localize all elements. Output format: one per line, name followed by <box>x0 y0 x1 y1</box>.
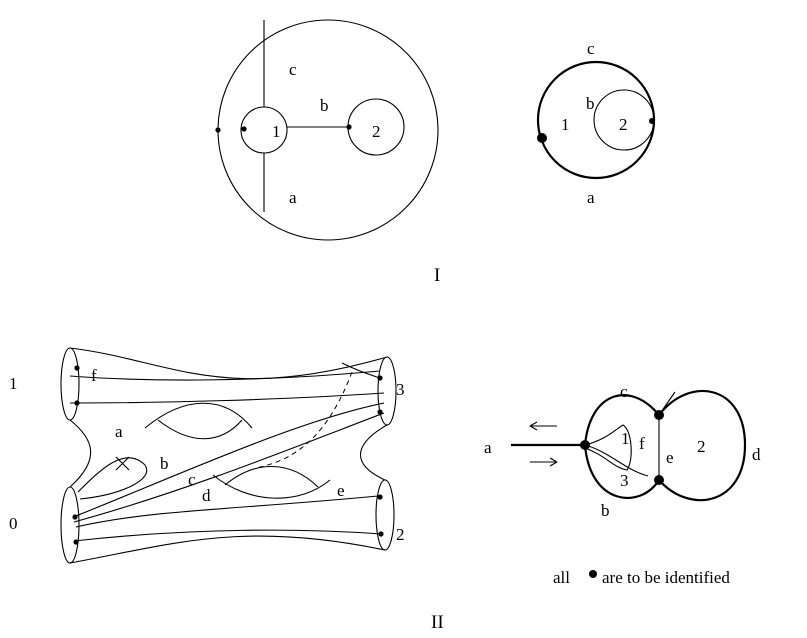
bottom-contour <box>69 535 386 564</box>
outer-boundary-circle <box>217 19 439 241</box>
loop-f <box>584 424 632 471</box>
label-a: a <box>484 438 492 457</box>
basepoint-dot <box>241 126 247 132</box>
marked-point-dot <box>74 365 80 371</box>
label-b: b <box>320 96 329 115</box>
marked-point-dot <box>377 494 383 500</box>
label-a: a <box>587 188 595 207</box>
label-f: f <box>91 366 97 385</box>
inner-arc-3 <box>584 444 649 477</box>
label-c: c <box>289 60 297 79</box>
label-b: b <box>586 94 595 113</box>
right-arrow-icon <box>530 457 558 467</box>
arc-c <box>73 412 385 523</box>
label-e: e <box>337 481 345 500</box>
vertex-dot <box>580 440 590 450</box>
label-region-1: 1 <box>561 115 570 134</box>
left-waist <box>69 419 92 488</box>
dashed-arc <box>254 371 353 469</box>
label-c: c <box>188 470 196 489</box>
label-a: a <box>115 422 123 441</box>
crosscap-loop <box>77 457 148 500</box>
label-b: b <box>601 501 610 520</box>
label-c: c <box>587 39 595 58</box>
figure-i-right: c b a 1 2 <box>536 39 656 207</box>
bullet-dot-icon <box>589 570 597 578</box>
basepoint-dot <box>346 124 352 130</box>
figure-ii-caption: II <box>431 612 444 633</box>
figure-ii-surface: 1 3 0 2 f a b c d e <box>9 347 405 564</box>
top-contour <box>69 347 388 380</box>
label-hole-2: 2 <box>372 122 381 141</box>
arc-e <box>75 495 379 528</box>
label-a: a <box>289 188 297 207</box>
label-boundary-1: 1 <box>9 374 18 393</box>
crosscap-cross-icon <box>115 456 130 471</box>
label-b: b <box>160 454 169 473</box>
figure-i-left: c b a 1 2 <box>215 19 439 241</box>
label-boundary-0: 0 <box>9 514 18 533</box>
lower-handle-bottom <box>212 474 331 499</box>
label-c: c <box>620 382 628 401</box>
arc-lower <box>73 529 382 542</box>
vertex-dot <box>654 475 664 485</box>
right-waist <box>359 424 388 481</box>
basepoint-dot <box>215 127 221 133</box>
label-region-3: 3 <box>620 471 629 490</box>
label-region-2: 2 <box>619 115 628 134</box>
left-arrow-icon <box>529 421 557 431</box>
label-d: d <box>202 486 211 505</box>
label-region-2: 2 <box>697 437 706 456</box>
arc-f <box>69 370 381 381</box>
marked-point-dot <box>72 514 78 520</box>
identification-note: all are to be identified <box>553 568 730 587</box>
note-prefix: all <box>553 568 570 587</box>
arc-upper <box>69 392 385 404</box>
upper-handle-top <box>144 402 253 429</box>
arc-b <box>75 402 385 517</box>
label-f: f <box>639 434 645 453</box>
figure-i-caption: I <box>434 265 440 286</box>
vertex-dot <box>649 118 655 124</box>
label-boundary-3: 3 <box>396 380 405 399</box>
marked-point-dot <box>377 409 383 415</box>
boundary-2-ellipse <box>375 479 395 551</box>
marked-point-dot <box>377 375 383 381</box>
right-lobe-thick <box>658 389 747 502</box>
label-e: e <box>666 448 674 467</box>
arc-top-right <box>341 362 381 379</box>
upper-handle-bottom <box>157 419 243 440</box>
label-boundary-2: 2 <box>396 525 405 544</box>
marked-point-dot <box>74 400 80 406</box>
note-text: are to be identified <box>602 568 730 587</box>
boundary-1-ellipse <box>60 347 80 421</box>
lower-handle-top <box>224 466 319 488</box>
label-d: d <box>752 445 761 464</box>
vertex-dot <box>537 133 547 143</box>
outer-thick-circle <box>536 60 656 180</box>
figure-ii-graph: a c d b e f 1 2 3 <box>484 382 761 520</box>
label-region-1: 1 <box>621 429 630 448</box>
vertex-dot <box>654 410 664 420</box>
marked-point-dot <box>73 539 79 545</box>
boundary-0-ellipse <box>60 486 80 564</box>
label-hole-1: 1 <box>272 122 281 141</box>
marked-point-dot <box>378 531 384 537</box>
